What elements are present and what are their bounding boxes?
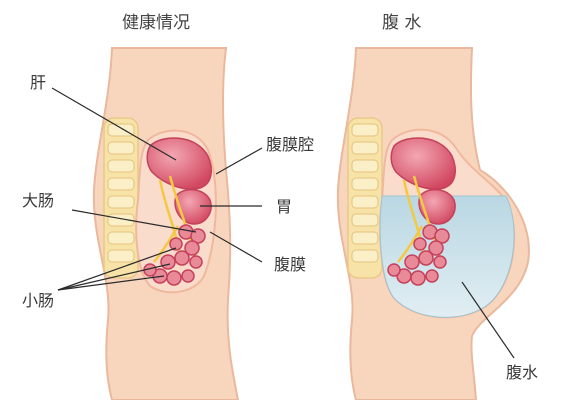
peritoneal-cavity-label: 腹膜腔 (266, 135, 315, 154)
ascites-liver (390, 137, 457, 190)
ascites-fluid (379, 195, 515, 318)
ascites-title: 腹 水 (382, 13, 422, 33)
small-intestine-leader-3 (57, 275, 165, 291)
healthy-spine (103, 117, 139, 279)
peritoneum-leader (209, 231, 263, 263)
stomach-label: 胃 (276, 197, 293, 216)
ascites-fluid-leader (461, 281, 515, 359)
peritoneum-label: 腹膜 (274, 255, 307, 274)
ascites-spine (347, 117, 383, 279)
ascites-fluid-label: 腹水 (506, 363, 539, 382)
large-intestine-label: 大肠 (22, 191, 55, 210)
ascites-intestines (387, 224, 450, 286)
peritoneal-cavity-leader (215, 147, 263, 175)
leader-lines (51, 87, 515, 359)
healthy-liver (146, 137, 213, 190)
small-intestine-label: 小肠 (22, 291, 55, 310)
ascites-stomach (418, 188, 456, 225)
healthy-title: 健康情况 (122, 13, 190, 33)
healthy-figure (92, 47, 240, 400)
small-intestine-leader-2 (57, 263, 171, 291)
healthy-intestines (143, 224, 206, 286)
healthy-stomach (174, 188, 212, 225)
small-intestine-leader-1 (57, 247, 177, 291)
liver-leader (51, 87, 177, 161)
liver-label: 肝 (30, 73, 47, 92)
large-intestine-leader (71, 209, 197, 233)
ascites-figure (336, 47, 530, 400)
